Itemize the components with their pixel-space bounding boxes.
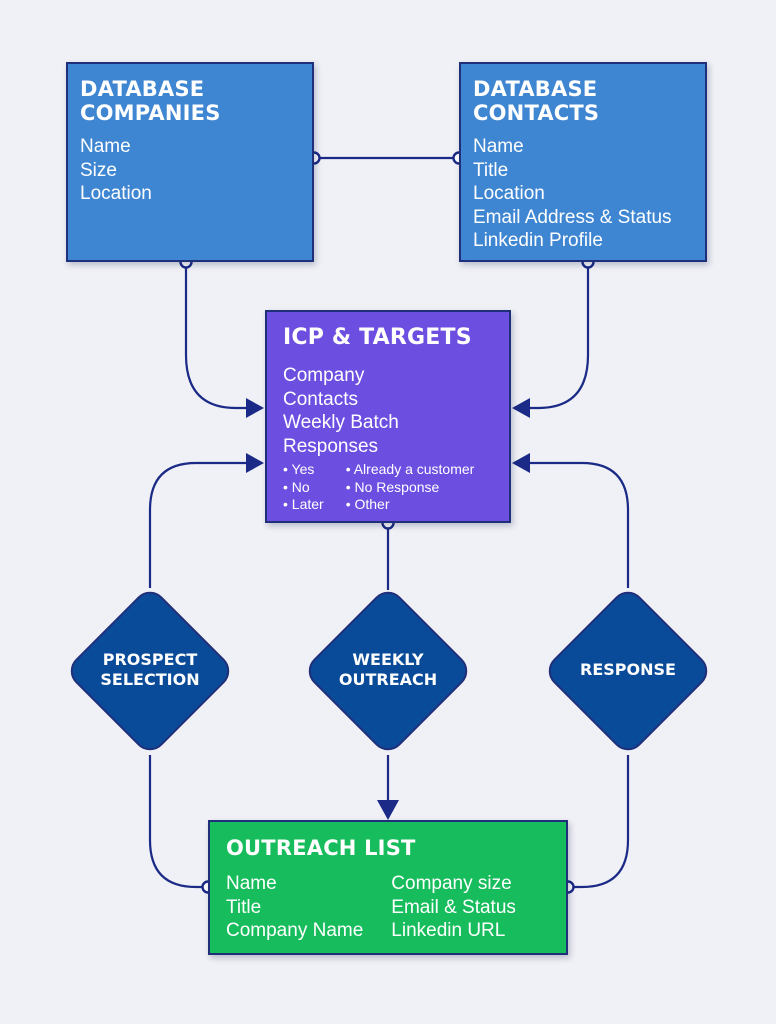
field-item: Weekly Batch — [283, 412, 399, 433]
connector-companies-icp — [184, 262, 250, 410]
field-item: Email Address & Status — [473, 206, 672, 228]
field-item: Title — [473, 159, 509, 181]
outreach-fields-col2: Company size Email & Status Linkedin URL — [391, 872, 516, 943]
field-item: Contacts — [283, 388, 358, 410]
field-item: Size — [80, 159, 117, 181]
field-item: Name — [473, 136, 524, 157]
outreach-list-box: OUTREACH LIST Name Title Company Name Co… — [208, 820, 568, 955]
database-contacts-fields: Name Title Location Email Address & Stat… — [473, 135, 693, 253]
prospect-selection-label: PROSPECT SELECTION — [100, 650, 200, 689]
response-option: • Yes — [283, 461, 315, 477]
diamond-weekly-outreach — [308, 591, 468, 751]
outreach-fields-col1: Name Title Company Name — [226, 872, 363, 943]
field-item: Linkedin Profile — [473, 230, 603, 251]
arrowhead-prospect-icp — [246, 453, 264, 473]
field-item: Company Name — [226, 920, 364, 941]
field-item: Name — [80, 136, 131, 157]
connector-response-icp — [526, 461, 630, 588]
connector-prospect-outreach — [148, 755, 208, 889]
field-item: Title — [226, 896, 262, 918]
database-contacts-title: DATABASE CONTACTS — [473, 77, 600, 125]
arrowhead-contacts-icp — [512, 398, 530, 418]
weekly-outreach-label: WEEKLY OUTREACH — [338, 650, 438, 689]
field-item: Linkedin URL — [391, 920, 506, 941]
field-item: Email & Status — [391, 896, 516, 918]
field-item: Responses — [283, 435, 379, 457]
diamond-response — [548, 591, 708, 751]
response-option: • Other — [345, 496, 390, 512]
response-option: • Already a customer — [345, 461, 475, 477]
response-option: • Later — [283, 496, 324, 512]
outreach-list-fields: Name Title Company Name Company size Ema… — [226, 872, 550, 943]
field-item: Company — [283, 365, 365, 386]
response-options: • Yes • No • Later • Already a customer … — [283, 461, 493, 514]
response-option: • No Response — [345, 478, 440, 495]
field-item: Name — [226, 873, 277, 894]
arrowhead-companies-icp — [246, 398, 264, 418]
icp-targets-fields: Company Contacts Weekly Batch Responses — [283, 364, 493, 458]
database-companies-fields: Name Size Location — [80, 135, 300, 206]
response-option: • No — [283, 478, 310, 495]
database-companies-title: DATABASE COMPANIES — [80, 77, 221, 125]
arrowhead-response-icp — [512, 453, 530, 473]
field-item: Location — [80, 183, 152, 204]
database-contacts-box: DATABASE CONTACTS Name Title Location Em… — [459, 62, 707, 262]
field-item: Company size — [391, 873, 512, 894]
database-companies-box: DATABASE COMPANIES Name Size Location — [66, 62, 314, 262]
field-item: Location — [473, 183, 545, 204]
decision-diamonds — [70, 591, 708, 751]
connector-response-outreach — [568, 755, 630, 889]
response-label: RESPONSE — [580, 660, 676, 679]
response-options-col1: • Yes • No • Later — [283, 461, 324, 514]
connector-prospect-icp — [148, 461, 250, 588]
diamond-prospect-selection — [70, 591, 230, 751]
icp-targets-title: ICP & TARGETS — [283, 325, 472, 350]
arrowhead-weekly-outreach — [377, 800, 399, 820]
response-options-col2: • Already a customer • No Response • Oth… — [346, 461, 475, 514]
outreach-list-title: OUTREACH LIST — [226, 836, 416, 860]
icp-targets-box: ICP & TARGETS Company Contacts Weekly Ba… — [265, 310, 511, 523]
connector-contacts-icp — [526, 262, 590, 410]
